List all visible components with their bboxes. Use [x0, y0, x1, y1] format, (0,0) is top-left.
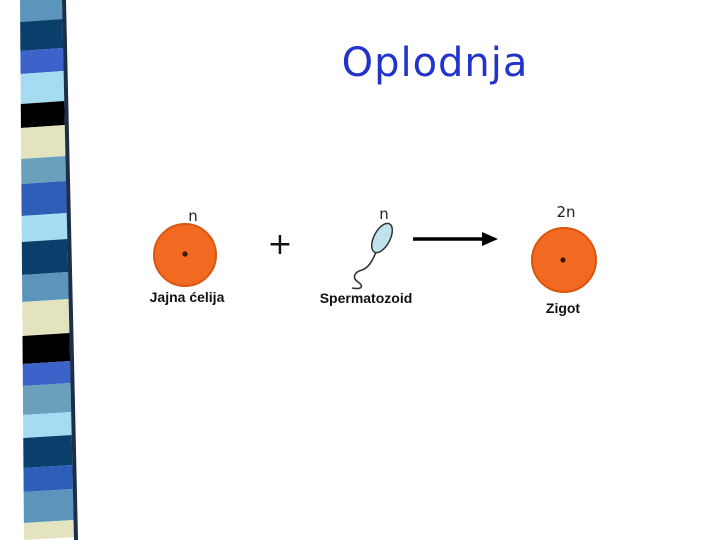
- slide-title: Oplodnja: [341, 40, 529, 86]
- sperm-cell: [351, 222, 394, 290]
- zygote-ploidy-label: 2n: [556, 203, 575, 221]
- plus-sign: +: [267, 227, 292, 262]
- egg-cell-label: Jajna ćelija: [150, 289, 225, 305]
- stripe-segment: [20, 0, 63, 22]
- arrow-icon: [413, 232, 498, 246]
- stripe-segment: [23, 465, 73, 492]
- zygote-nucleus: [560, 257, 566, 263]
- egg-cell: [153, 223, 217, 287]
- stripe-segment: [21, 213, 68, 242]
- stripe-segment: [21, 156, 67, 184]
- sperm-ploidy-label: n: [379, 205, 389, 223]
- stripe-segment: [20, 71, 65, 104]
- sperm-label: Spermatozoid: [320, 290, 413, 306]
- stripe-segment: [20, 125, 66, 159]
- stripe-edge: [62, 0, 78, 540]
- stripe-segment: [23, 489, 74, 523]
- stripe-segment: [22, 299, 70, 336]
- stripe-segment: [22, 272, 69, 302]
- stripe-segment: [23, 520, 74, 540]
- zygote-cell: [531, 227, 597, 293]
- egg-cell-nucleus: [182, 251, 188, 257]
- stripe-segment: [20, 19, 64, 51]
- egg-ploidy-label: n: [188, 207, 198, 225]
- stripe-segment: [20, 48, 64, 74]
- decorative-stripe-bar: [20, 0, 78, 540]
- sperm-head: [370, 222, 394, 254]
- stripe-segment: [22, 383, 72, 415]
- stripe-segment: [22, 333, 71, 364]
- stripe-segment: [23, 412, 72, 438]
- stripe-segment: [20, 101, 65, 128]
- stripe-segment: [23, 435, 73, 468]
- zygote-label: Zigot: [546, 300, 581, 316]
- sperm-tail: [351, 251, 377, 290]
- stripe-segment: [21, 181, 67, 216]
- stripe-segment: [21, 239, 69, 275]
- stripe-segment: [22, 361, 71, 386]
